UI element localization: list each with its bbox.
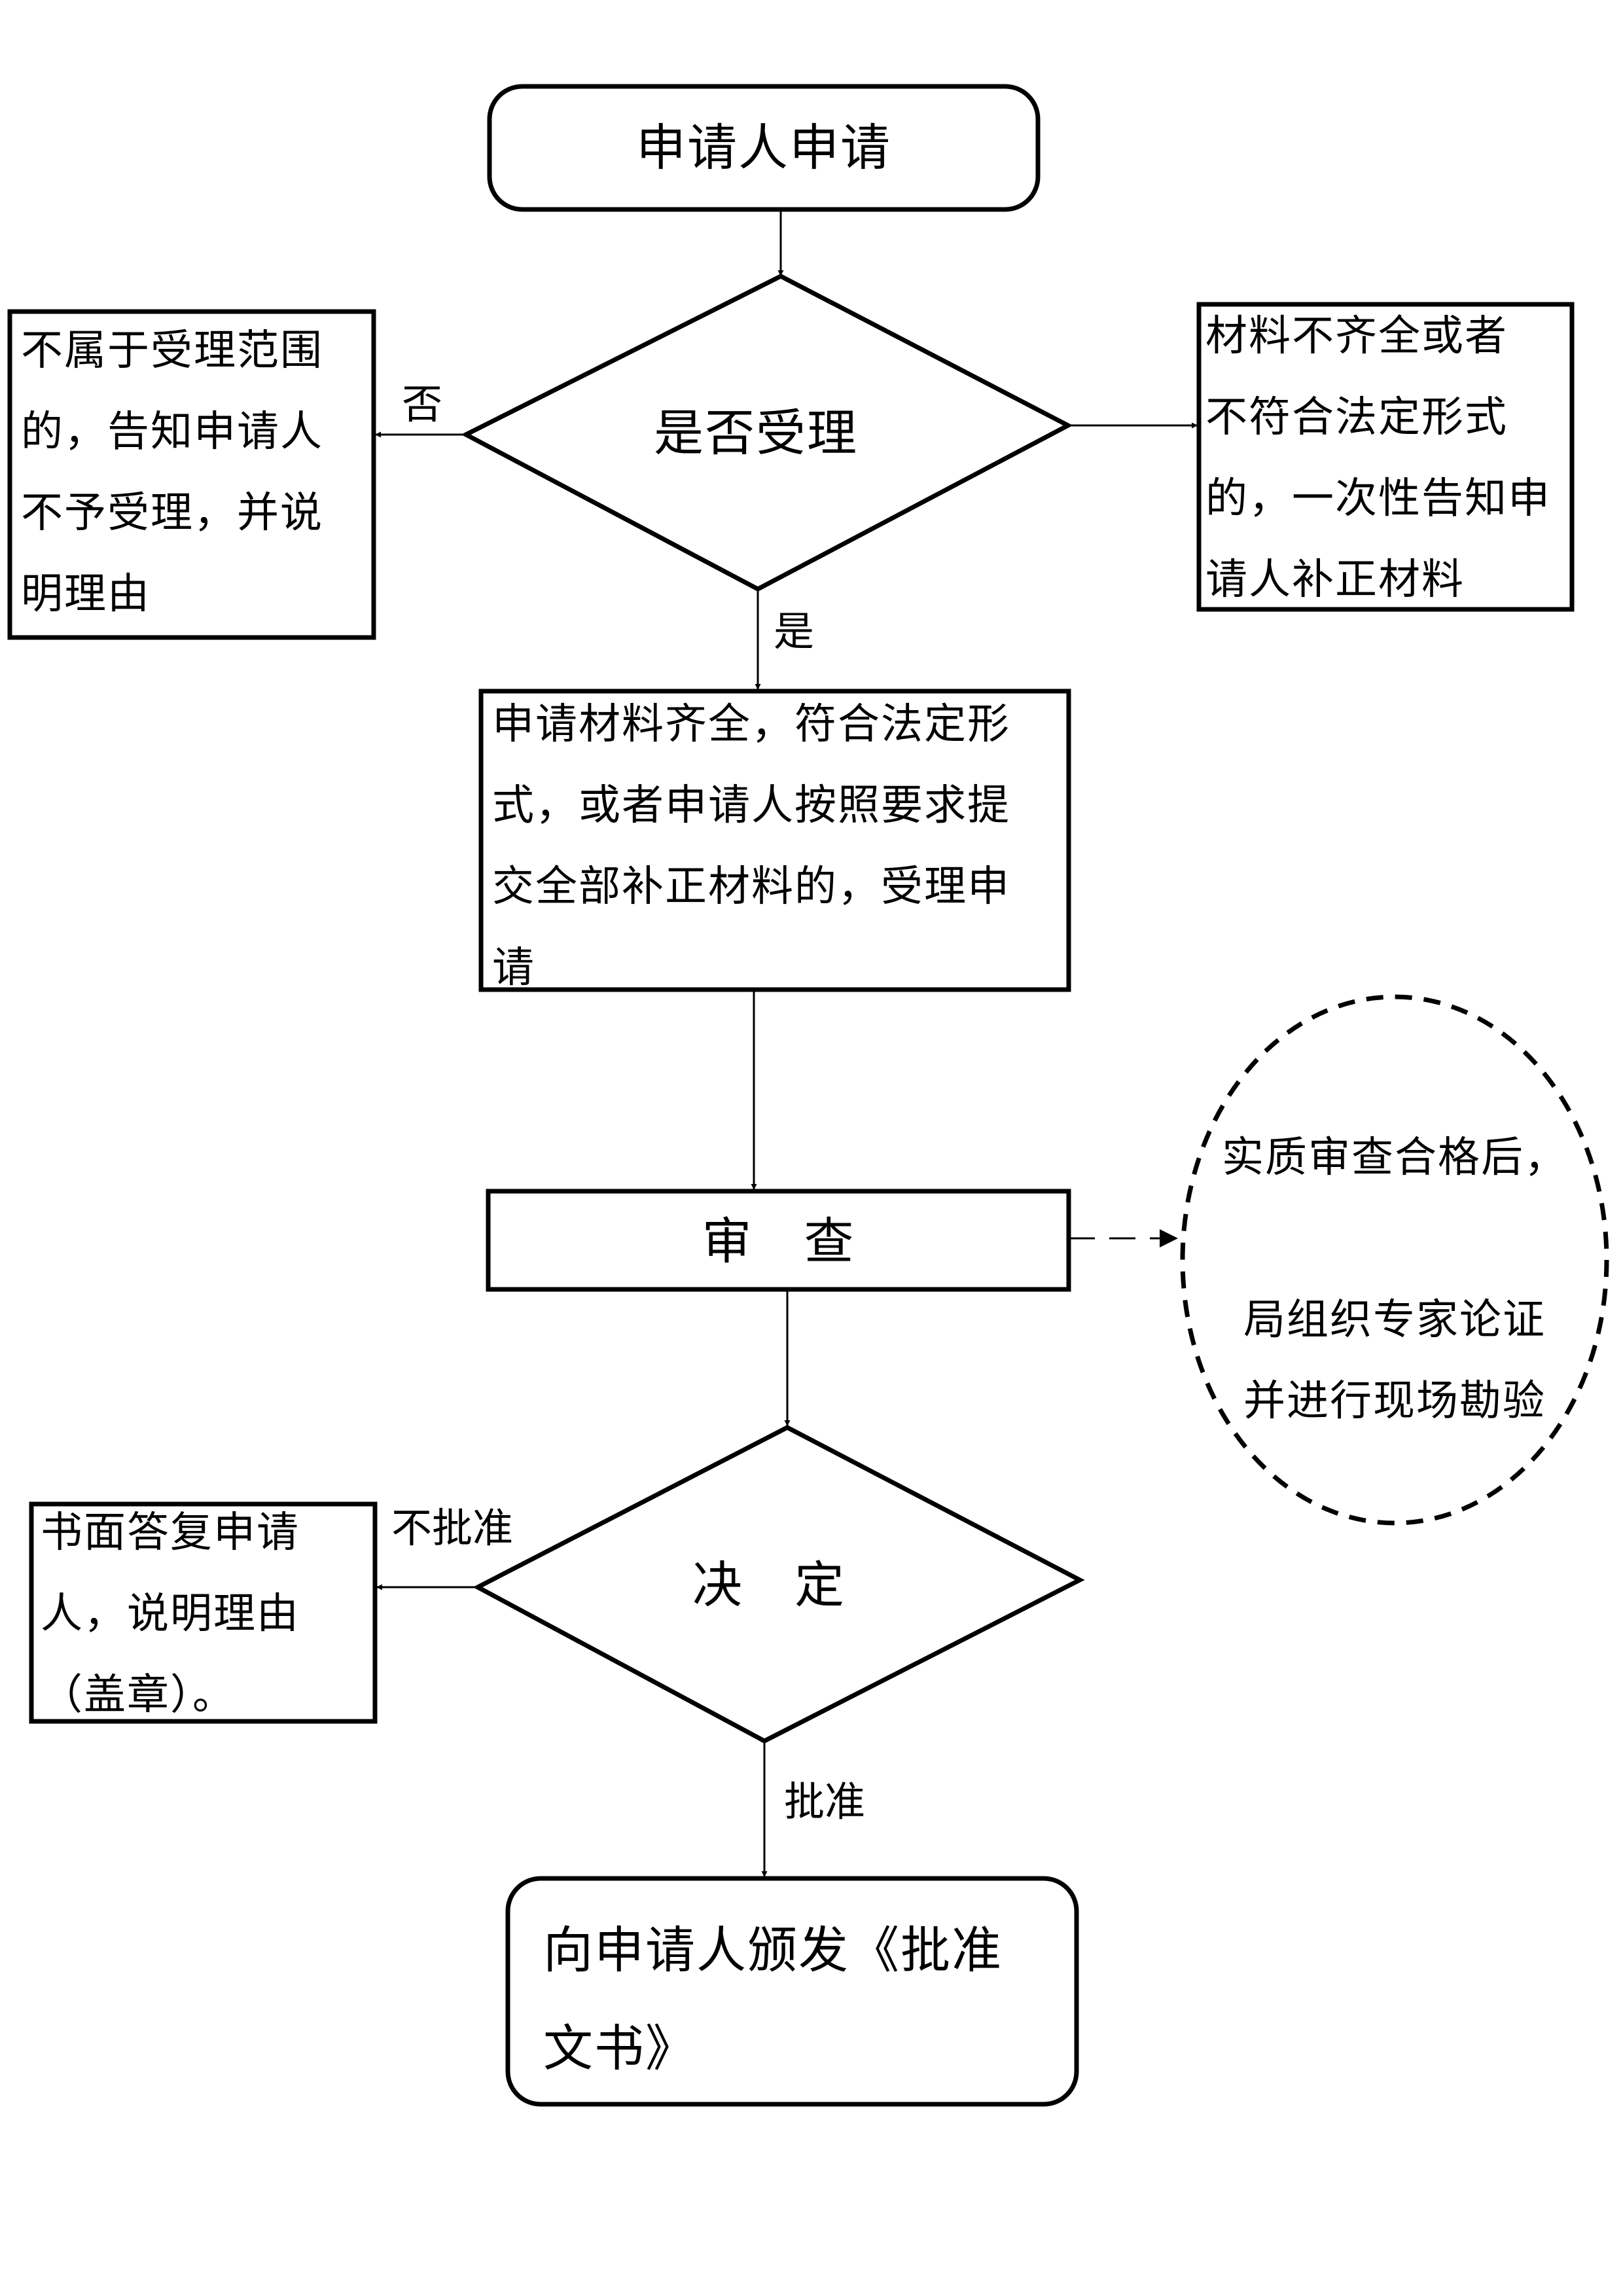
- reply-written-line: （盖章）。: [41, 1671, 236, 1719]
- edge-label-yes: 是: [774, 607, 815, 655]
- reply-written-line: 书面答复申请: [41, 1509, 300, 1557]
- accepted-line: 式，或者申请人按照要求提: [492, 781, 1010, 830]
- accepted-line: 请: [492, 944, 535, 992]
- accepted-line: 申请材料齐全，符合法定形: [492, 700, 1010, 749]
- expert-review-line: [1198, 1198, 1592, 1280]
- expert-review-line: 实质审查合格后，: [1222, 1134, 1567, 1182]
- edge-label-approved: 批准: [784, 1778, 866, 1825]
- expert-review-line: 局组织专家论证: [1243, 1296, 1546, 1344]
- reject-scope-box: [7, 309, 376, 640]
- edge-label-no: 否: [402, 380, 443, 428]
- accept-decision-label: 是否受理: [654, 404, 858, 462]
- review-box: [486, 1189, 1071, 1292]
- expert-review-text: 实质审查合格后， 局组织专家论证 并进行现场勘验: [1198, 1117, 1592, 1442]
- reply-written-box: [29, 1501, 378, 1724]
- incomplete-text: 材料不齐全或者 不符合法定形式 的，一次性告知申 请人补正材料: [1205, 296, 1551, 620]
- reject-scope-line: 不属于受理范围: [21, 327, 323, 375]
- decision-label: 决 定: [692, 1556, 846, 1614]
- issue-line: 文书》: [543, 2019, 696, 2077]
- incomplete-line: 的，一次性告知申: [1205, 475, 1551, 523]
- incomplete-box: [1196, 302, 1575, 612]
- incomplete-line: 请人补正材料: [1205, 556, 1465, 604]
- start-box: [487, 84, 1041, 212]
- reject-scope-line: 的，告知申请人: [21, 408, 323, 456]
- issue-line: 向申请人颁发《批准: [543, 1921, 1003, 1979]
- start-label: 申请人申请: [636, 118, 891, 177]
- issue-box: [505, 1876, 1079, 2107]
- reject-scope-line: 不予受理，并说: [21, 489, 323, 537]
- edge-label-not-approved: 不批准: [391, 1504, 514, 1552]
- accepted-box: [478, 689, 1071, 992]
- reject-scope-text: 不属于受理范围 的，告知申请人 不予受理，并说 明理由: [21, 310, 323, 635]
- issue-text: 向申请人颁发《批准 文书》: [543, 1901, 1003, 2098]
- review-label: 审 查: [702, 1212, 855, 1270]
- incomplete-line: 材料不齐全或者: [1205, 312, 1508, 361]
- reply-written-text: 书面答复申请 人，说明理由 （盖章）。: [41, 1492, 300, 1736]
- incomplete-line: 不符合法定形式: [1205, 393, 1508, 442]
- accepted-text: 申请材料齐全，符合法定形 式，或者申请人按照要求提 交全部补正材料的，受理申 请: [492, 684, 1010, 1009]
- expert-review-line: 并进行现场勘验: [1243, 1377, 1546, 1426]
- reject-scope-line: 明理由: [21, 570, 151, 619]
- accepted-line: 交全部补正材料的，受理申: [492, 863, 1010, 911]
- reply-written-line: 人，说明理由: [41, 1590, 300, 1638]
- expert-review-ellipse: [1180, 994, 1609, 1526]
